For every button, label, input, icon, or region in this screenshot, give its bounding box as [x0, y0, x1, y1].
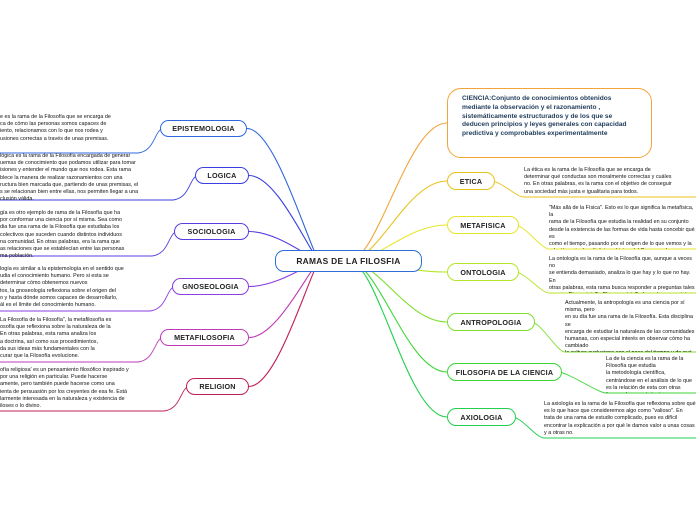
node-gnoseologia[interactable]: GNOSEOLOGIA: [172, 278, 249, 295]
note-link-r3: [514, 271, 550, 294]
note-etica: La ética es la rama de la Filosofía que …: [524, 167, 672, 195]
connector-l5: [248, 260, 322, 388]
node-label: METAFILOSOFIA: [174, 333, 235, 342]
node-axiologia[interactable]: AXIOLOGIA: [447, 408, 516, 426]
node-antropologia[interactable]: ANTROPOLOGIA: [447, 313, 535, 331]
node-label: CIENCIA:Conjunto de conocimientos obteni…: [462, 95, 627, 138]
note-logica: lógica es la rama de la Filosofía encarg…: [0, 153, 139, 203]
connector-r6: [347, 260, 448, 418]
node-sociologia[interactable]: SOCIOLOGIA: [174, 223, 249, 240]
note-link-r1: [490, 180, 525, 198]
node-metafisica[interactable]: METAFISICA: [447, 216, 519, 234]
note-gnoseologia: logía es similar a la epistemología en e…: [0, 266, 124, 309]
node-label: ANTROPOLOGIA: [460, 317, 522, 327]
connector-r5: [347, 260, 448, 373]
note-epistemologia: e es la rama de la Filosofía que se enca…: [0, 114, 111, 142]
node-label: ONTOLOGIA: [460, 267, 506, 277]
connector-r0: [347, 122, 448, 262]
node-label: EPISTEMOLOGIA: [172, 124, 235, 133]
note-link-r5: [557, 371, 607, 394]
root-label: RAMAS DE LA FILOSFIA: [296, 256, 401, 266]
note-axiologia: La axiología es la rama de la Filosofía …: [544, 401, 696, 436]
note-sociologia: gía es otro ejemplo de rama de la Filoso…: [0, 210, 125, 260]
note-link-r4: [530, 321, 566, 353]
root-node[interactable]: RAMAS DE LA FILOSFIA: [275, 250, 422, 272]
node-label: METAFISICA: [460, 220, 506, 230]
note-religion: ofía religiosa' es un pensamiento filosó…: [0, 367, 129, 410]
node-label: FILOSOFIA DE LA CIENCIA: [455, 367, 554, 377]
node-ontologia[interactable]: ONTOLOGIA: [447, 263, 519, 281]
note-metafisica: "Más allá de la Física". Esto es lo que …: [549, 205, 695, 249]
note-link-r6: [511, 416, 545, 439]
connector-l4: [248, 260, 322, 339]
node-label: LOGICA: [207, 171, 237, 180]
node-ciencia[interactable]: CIENCIA:Conjunto de conocimientos obteni…: [447, 88, 652, 158]
node-etica[interactable]: ETICA: [447, 172, 495, 190]
note-ontologia: La ontología es la rama de la Filosofía …: [549, 256, 695, 293]
node-label: RELIGION: [199, 382, 236, 391]
note-antropologia: Actualmente, la antropología es una cien…: [565, 300, 695, 352]
node-epistemologia[interactable]: EPISTEMOLOGIA: [160, 120, 247, 137]
connector-r1: [347, 180, 448, 262]
connector-l1: [248, 174, 322, 262]
node-metafilosofia[interactable]: METAFILOSOFIA: [160, 329, 249, 346]
note-link-r2: [514, 224, 550, 250]
note-metafilosofia: La Filosofía de la Filosofía", la metafi…: [0, 317, 112, 360]
node-label: SOCIOLOGIA: [187, 227, 236, 236]
note-filosofia-de-la-ciencia: La de la ciencia es la rama de la Filoso…: [606, 356, 693, 393]
node-label: ETICA: [459, 176, 483, 186]
node-filosofia-de-la-ciencia[interactable]: FILOSOFIA DE LA CIENCIA: [447, 363, 562, 381]
node-label: GNOSEOLOGIA: [182, 282, 239, 291]
node-logica[interactable]: LOGICA: [195, 167, 249, 184]
node-label: AXIOLOGIA: [460, 412, 503, 422]
node-religion[interactable]: RELIGION: [186, 378, 249, 395]
